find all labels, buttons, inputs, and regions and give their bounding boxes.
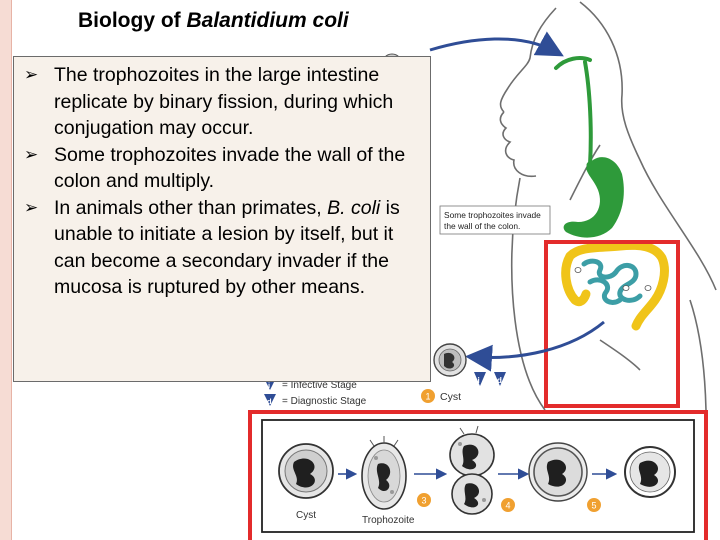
callout-line-2: the wall of the colon. [444,221,520,231]
step-3-marker [417,493,431,507]
stage-strip-highlight-box [248,410,708,540]
strip-cyst [278,443,334,499]
bullet-item-2: ➢ Some trophozoites invade the wall of t… [24,143,406,193]
bullet-list: ➢ The trophozoites in the large intestin… [20,62,424,301]
large-intestine [561,240,669,331]
bullet-arrow-icon: ➢ [24,65,39,84]
strip-binary-fission [449,425,495,515]
bullet-arrow-icon: ➢ [24,197,39,217]
colon-callout: Some trophozoites invade the wall of the… [439,205,551,235]
gut-organisms [574,267,652,291]
slide-title: Biology of Balantidium coli [78,9,349,33]
legend-infective-marker: i [268,381,270,390]
exit-diagnostic-marker: d [497,376,502,385]
step-1-number: 1 [425,392,430,402]
strip-trophozoite-label: Trophozoite [362,515,415,526]
legend-infective-label: = Infective Stage [282,380,357,391]
bullet-item-3: ➢ In animals other than primates, B. col… [24,196,400,299]
intestine-highlight-box [544,240,680,408]
stage-legend: i = Infective Stage d = Diagnostic Stage [264,378,367,407]
ingestion-arrow [429,31,564,57]
strip-precyst [528,442,588,502]
slide-title-prefix: Biology of [78,9,187,32]
step-1-label: Cyst [440,391,461,403]
step-3-number: 3 [421,496,426,506]
exit-arrow [465,320,605,372]
strip-mature-cyst [624,446,676,498]
small-intestine [581,258,643,305]
step-5-marker [587,498,601,512]
slide-title-organism: Balantidium coli [186,9,349,32]
legend-diagnostic-marker: d [267,397,272,406]
slide-left-border [0,0,12,540]
exit-cyst [433,343,467,377]
step-1-marker: 1 Cyst [421,389,461,403]
strip-cyst-label: Cyst [296,510,316,521]
bullet-item-1: ➢ The trophozoites in the large intestin… [24,64,394,139]
legend-diagnostic-label: = Diagnostic Stage [282,396,367,407]
stomach-shape [563,157,624,238]
exit-infective-marker: i [478,376,480,385]
exit-stage-markers: i d [474,372,506,386]
step-5-number: 5 [591,501,596,511]
strip-excysting-trophozoite [361,436,407,510]
bullet-arrow-icon: ➢ [24,144,39,164]
step-4-number: 4 [505,501,510,511]
callout-line-1: Some trophozoites invade [444,210,541,220]
bullet-text-box: ➢ The trophozoites in the large intestin… [13,56,431,382]
step-4-marker [501,498,515,512]
